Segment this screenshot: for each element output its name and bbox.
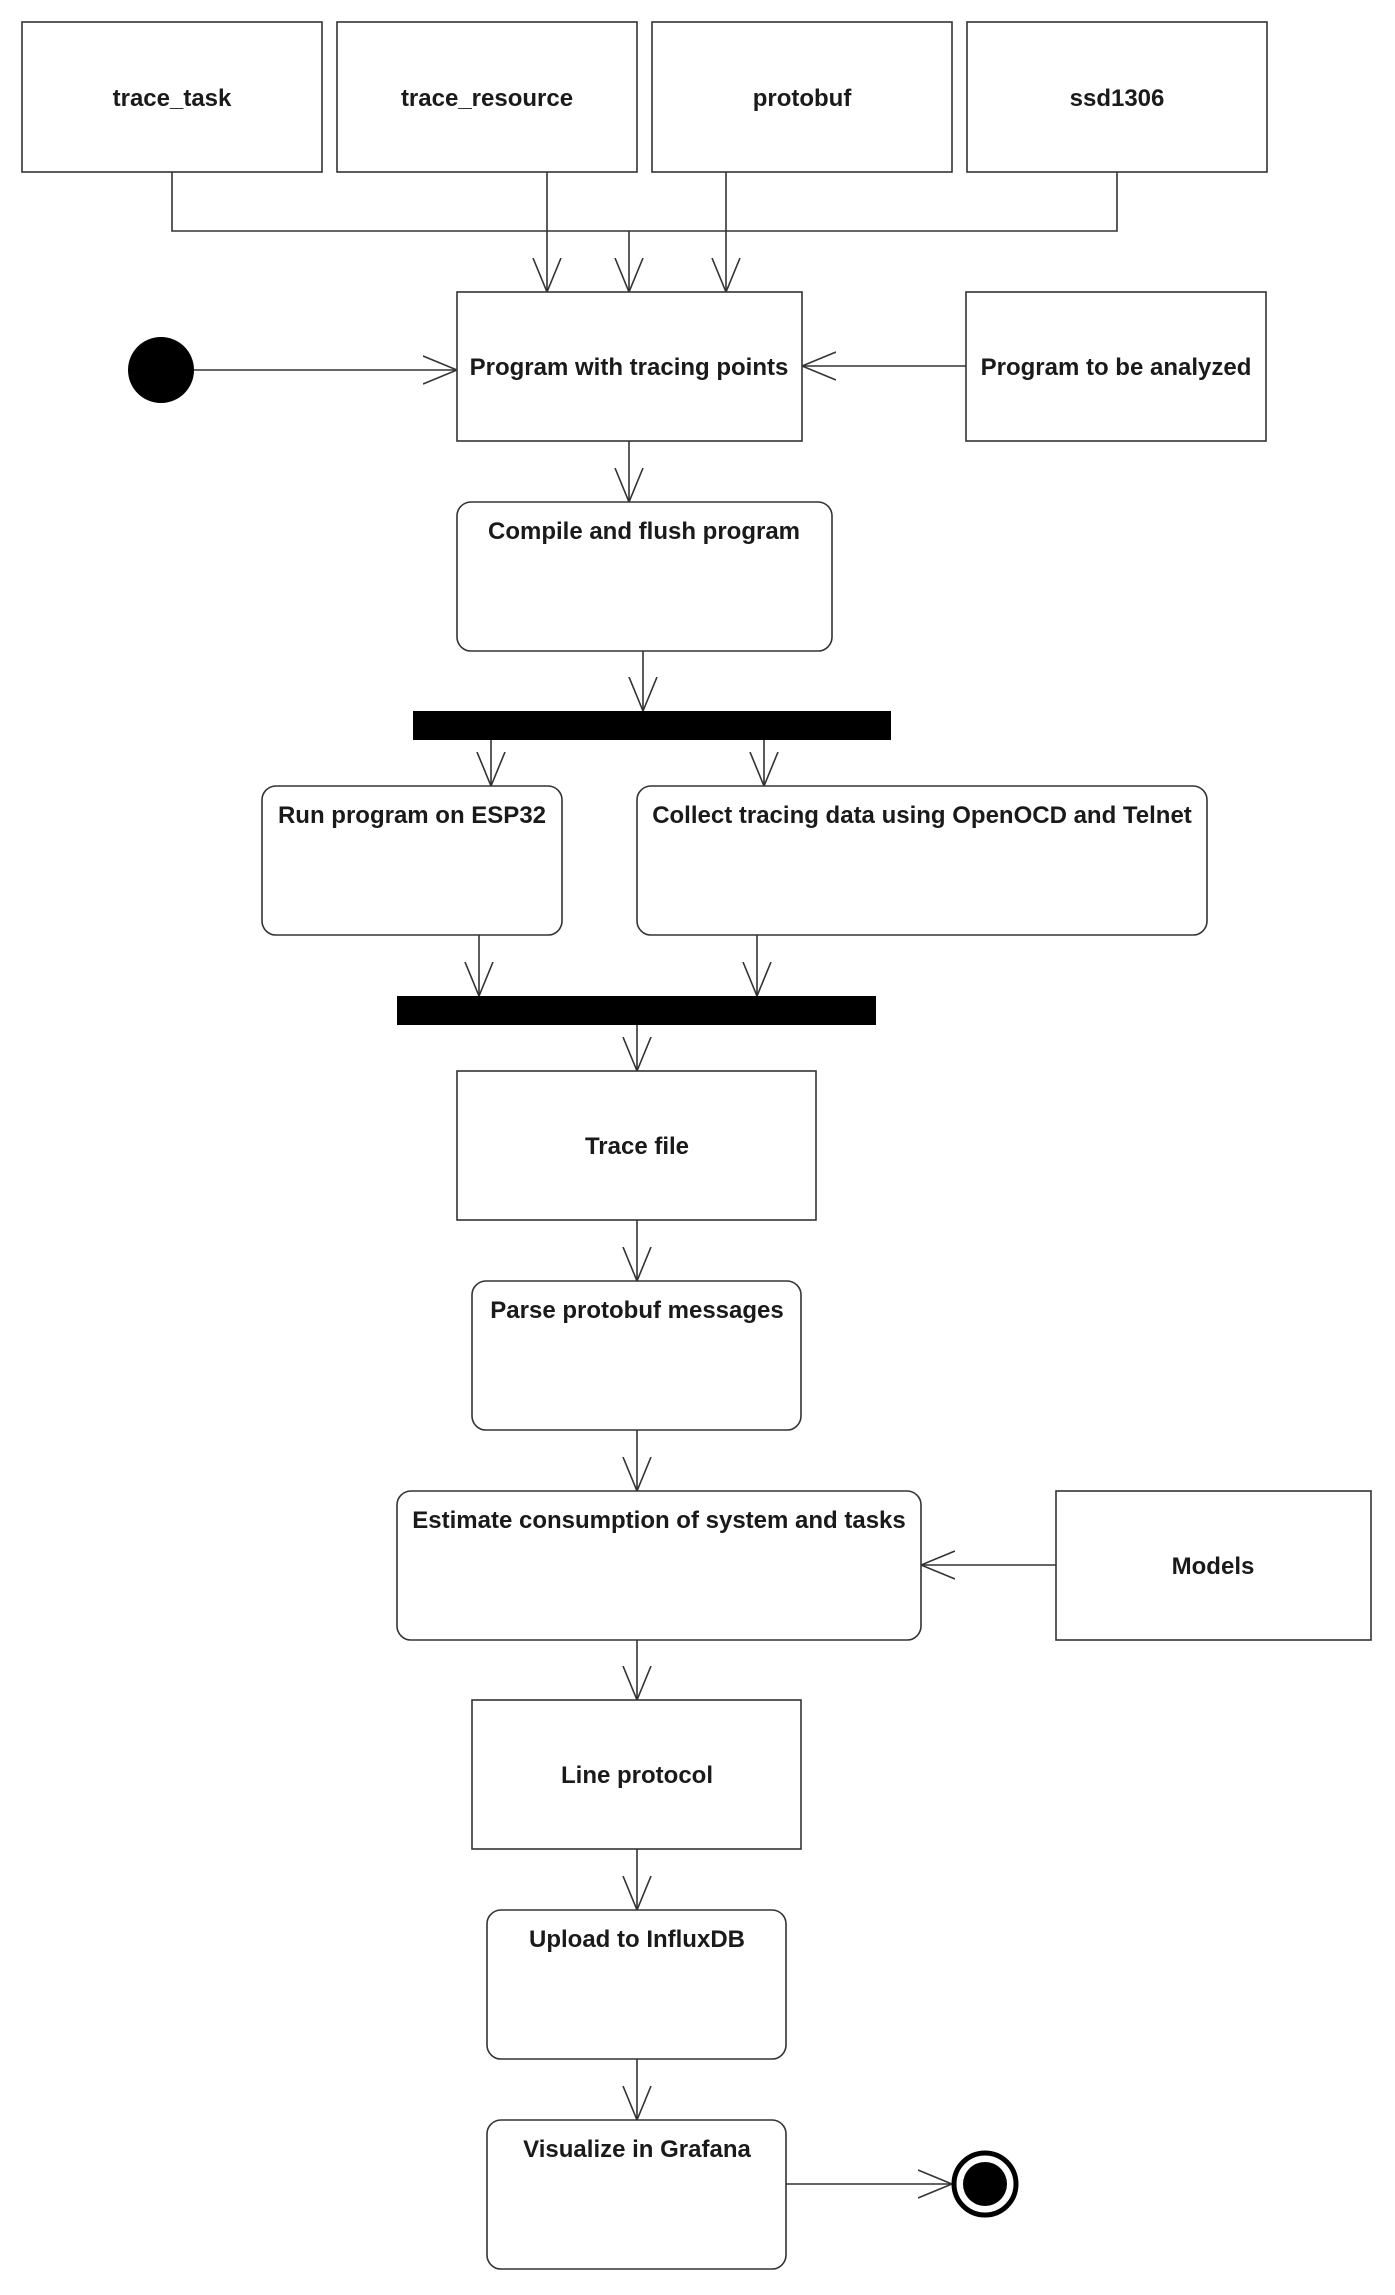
action-compile-label: Compile and flush program [488, 518, 800, 545]
artifact-ssd1306: ssd1306 [966, 21, 1268, 173]
artifact-protobuf-label: protobuf [753, 85, 853, 112]
edge-trace-task-merge [171, 172, 1118, 232]
artifact-protobuf: protobuf [651, 21, 953, 173]
artifact-trace-task: trace_task [21, 21, 323, 173]
action-visualize: Visualize in Grafana [486, 2119, 787, 2270]
artifact-ssd1306-label: ssd1306 [1070, 85, 1165, 112]
artifact-program-analyzed-label: Program to be analyzed [981, 354, 1252, 381]
artifact-program-analyzed: Program to be analyzed [965, 291, 1267, 442]
artifact-program-tracing: Program with tracing points [456, 291, 803, 442]
action-parse-label: Parse protobuf messages [490, 1297, 783, 1324]
artifact-models-label: Models [1172, 1553, 1255, 1580]
action-collect: Collect tracing data using OpenOCD and T… [636, 785, 1208, 936]
action-visualize-label: Visualize in Grafana [523, 2136, 751, 2163]
artifact-line-protocol-label: Line protocol [561, 1762, 713, 1789]
action-run: Run program on ESP32 [261, 785, 563, 936]
artifact-trace-resource: trace_resource [336, 21, 638, 173]
action-parse: Parse protobuf messages [471, 1280, 802, 1431]
action-estimate: Estimate consumption of system and tasks [396, 1490, 922, 1641]
initial-node [128, 337, 194, 403]
action-collect-label: Collect tracing data using OpenOCD and T… [652, 802, 1192, 829]
action-upload: Upload to InfluxDB [486, 1909, 787, 2060]
artifact-models: Models [1055, 1490, 1372, 1641]
artifact-program-tracing-label: Program with tracing points [470, 354, 789, 381]
artifact-trace-file: Trace file [456, 1070, 817, 1221]
final-node [951, 2150, 1019, 2218]
action-run-label: Run program on ESP32 [278, 802, 546, 829]
artifact-line-protocol: Line protocol [471, 1699, 802, 1850]
action-compile: Compile and flush program [456, 501, 833, 652]
action-upload-label: Upload to InfluxDB [529, 1926, 745, 1953]
artifact-trace-task-label: trace_task [113, 85, 232, 112]
artifact-trace-resource-label: trace_resource [401, 85, 573, 112]
join-bar [397, 996, 876, 1025]
action-estimate-label: Estimate consumption of system and tasks [412, 1507, 905, 1534]
artifact-trace-file-label: Trace file [585, 1133, 689, 1160]
fork-bar [413, 711, 891, 740]
